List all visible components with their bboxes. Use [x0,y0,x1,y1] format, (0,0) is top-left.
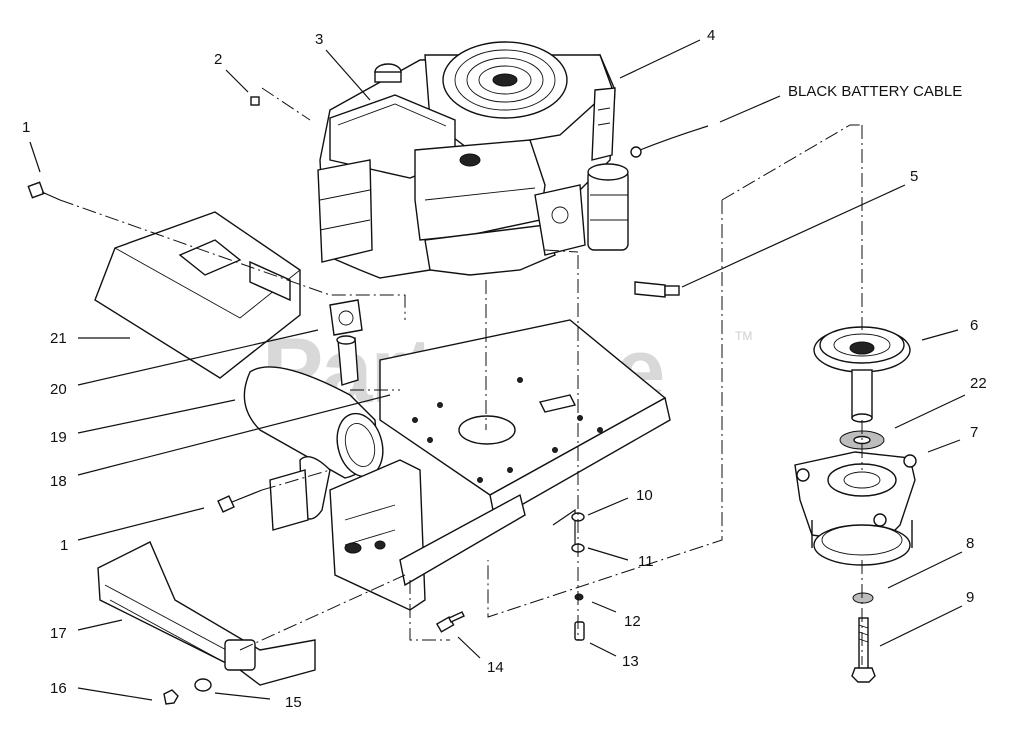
battery-cable-eyelet [630,146,642,158]
callout-15: 15 [285,694,302,711]
callout-12: 12 [624,613,641,630]
callout-5: 5 [910,168,918,185]
callout-9: 9 [966,589,974,606]
callout-labels: 1 2 3 4 5 6 22 7 21 20 19 18 1 17 16 15 … [22,27,987,711]
watermark-trademark: TM [735,329,752,343]
clutch-bolt [851,617,876,683]
hardware-stack [552,508,585,641]
battery-cable [639,125,709,151]
frame-rail [269,459,526,611]
callout-22: 22 [970,375,987,392]
callout-8: 8 [966,535,974,552]
carriage-screw [435,611,465,633]
callout-11: 11 [638,553,654,570]
muffler [243,366,384,520]
bolt-upper [27,181,61,201]
bumper [97,541,316,686]
callout-1-upper: 1 [22,119,30,136]
callout-13: 13 [622,653,639,670]
callout-4: 4 [707,27,715,44]
callout-20: 20 [50,381,67,398]
flat-washer [194,678,212,692]
callout-10: 10 [636,487,653,504]
clutch [794,451,917,566]
callout-2: 2 [214,51,222,68]
lock-nut [163,689,179,705]
clutch-washer [852,592,874,604]
centerlines [59,87,863,665]
callout-1-lower: 1 [60,537,68,554]
pulley [813,326,911,423]
engine [317,41,629,279]
battery-cable-label: BLACK BATTERY CABLE [788,83,962,100]
heat-shield [94,211,301,379]
bolt-lower [217,489,263,513]
mounting-plate [379,319,671,522]
callout-16: 16 [50,680,67,697]
key-part [250,96,260,106]
callout-14: 14 [487,659,504,676]
leader-lines [29,39,966,701]
callout-21: 21 [50,330,67,347]
callout-18: 18 [50,473,67,490]
callout-17: 17 [50,625,67,642]
callout-7: 7 [970,424,978,441]
callout-19: 19 [50,429,67,446]
exhaust-gasket [329,299,363,386]
callout-6: 6 [970,317,978,334]
switch-part [634,281,680,298]
callout-3: 3 [315,31,323,48]
